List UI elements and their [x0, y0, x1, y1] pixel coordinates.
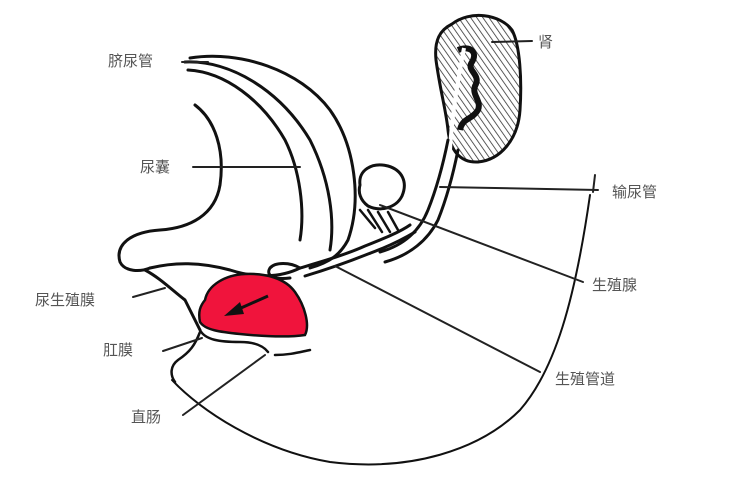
ureter-tube — [378, 138, 450, 254]
label-gonad: 生殖腺 — [592, 276, 638, 294]
label-urogenital-membrane: 尿生殖膜 — [35, 291, 96, 309]
label-genital-duct: 生殖管道 — [555, 370, 616, 388]
leader-ureter — [439, 186, 599, 191]
label-ureter: 输尿管 — [612, 183, 658, 201]
label-kidney: 肾 — [538, 33, 554, 51]
gonad-shape — [357, 163, 406, 211]
leader-rectum — [182, 354, 266, 416]
leader-urogenital-membrane — [132, 287, 166, 298]
leader-kidney — [491, 40, 533, 43]
label-urachus: 脐尿管 — [108, 52, 154, 70]
label-rectum: 直肠 — [131, 408, 162, 426]
urorectal-septum — [197, 272, 309, 338]
leader-gonad — [379, 204, 584, 283]
leader-genital-duct — [334, 265, 541, 373]
kidney-shape — [434, 13, 523, 164]
leader-anal-membrane — [162, 337, 203, 352]
label-bladder: 尿囊 — [140, 158, 171, 176]
body-outline — [171, 194, 591, 466]
label-anal-membrane: 肛膜 — [103, 341, 134, 359]
